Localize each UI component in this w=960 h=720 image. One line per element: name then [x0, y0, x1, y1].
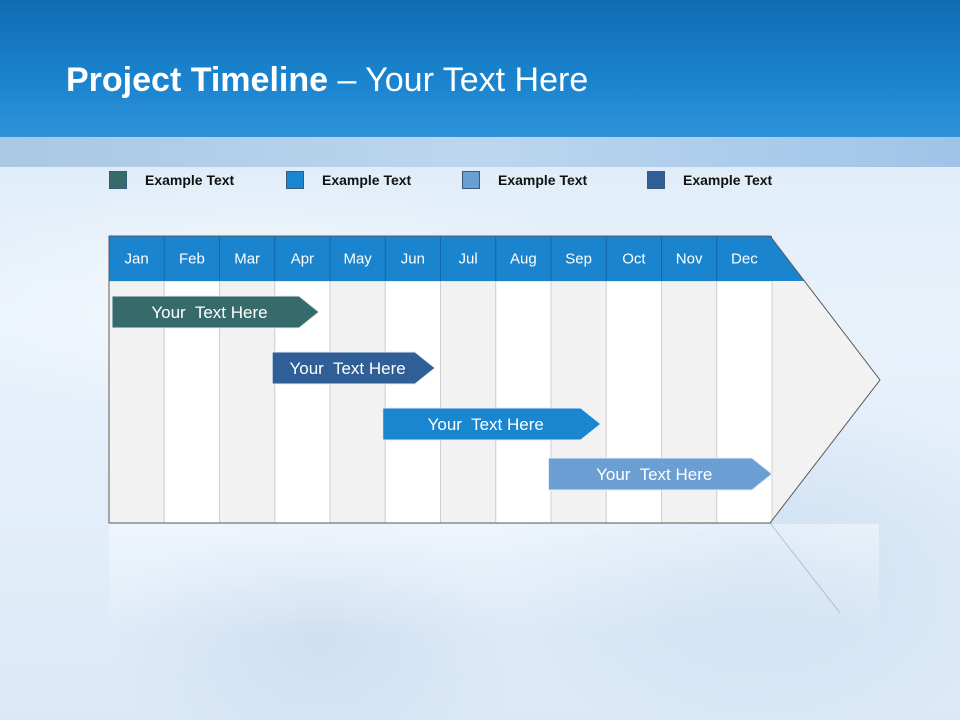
- month-label-apr: Apr: [291, 251, 314, 268]
- month-label-sep: Sep: [565, 251, 592, 268]
- legend-swatch-4: [647, 171, 665, 189]
- month-label-jan: Jan: [125, 251, 149, 268]
- timeline-arrow-outline: [108, 235, 881, 524]
- legend-item-2: Example Text: [286, 170, 411, 190]
- month-column-aug: [495, 280, 552, 524]
- task-arrow-shape: [271, 351, 436, 385]
- legend-item-3: Example Text: [462, 170, 587, 190]
- legend-swatch-3: [462, 171, 480, 189]
- legend-label-1: Example Text: [145, 172, 235, 188]
- task-label: Your Text Here: [596, 465, 712, 484]
- month-column-jun: [384, 280, 441, 524]
- legend-label-2: Example Text: [322, 172, 412, 188]
- page-title: Project Timeline – Your Text Here: [66, 58, 588, 102]
- month-column-jul: [440, 280, 497, 524]
- task-label: Your Text Here: [289, 359, 405, 378]
- month-column-may: [329, 280, 386, 524]
- month-label-feb: Feb: [179, 251, 205, 268]
- legend-label-4: Example Text: [683, 172, 773, 188]
- task-bar-4: Your Text Here: [547, 457, 773, 491]
- month-label-jun: Jun: [401, 251, 425, 268]
- month-label-jul: Jul: [459, 251, 478, 268]
- header-bar: [0, 0, 960, 137]
- month-label-mar: Mar: [234, 251, 260, 268]
- task-arrow-shape: [111, 295, 320, 329]
- legend-item-1: Example Text: [109, 170, 234, 190]
- month-labels: Jan Feb Mar Apr May Jun Jul Aug Sep Oct Nov Dec: [125, 236, 758, 281]
- legend-item-4: Example Text: [647, 170, 772, 190]
- task-label: Your Text Here: [428, 415, 544, 434]
- legend-swatch-1: [109, 171, 127, 189]
- task-bar-3: Your Text Here: [382, 407, 602, 441]
- month-label-nov: Nov: [676, 251, 703, 268]
- task-arrow-shape: [547, 457, 773, 491]
- title-bold: Project Timeline: [66, 61, 329, 99]
- header-band: [0, 137, 960, 167]
- month-label-oct: Oct: [622, 251, 646, 268]
- task-arrow-shape: [382, 407, 602, 441]
- month-label-aug: Aug: [510, 251, 537, 268]
- timeline-reflection: [109, 524, 879, 634]
- month-label-may: May: [343, 251, 372, 268]
- title-rest: – Your Text Here: [328, 61, 589, 99]
- task-bar-2: Your Text Here: [271, 351, 436, 385]
- legend-swatch-2: [286, 171, 304, 189]
- task-bar-1: Your Text Here: [111, 295, 320, 329]
- month-label-dec: Dec: [731, 251, 758, 268]
- legend-label-3: Example Text: [498, 172, 588, 188]
- reflection-diagonal: [769, 522, 841, 614]
- task-label: Your Text Here: [151, 303, 267, 322]
